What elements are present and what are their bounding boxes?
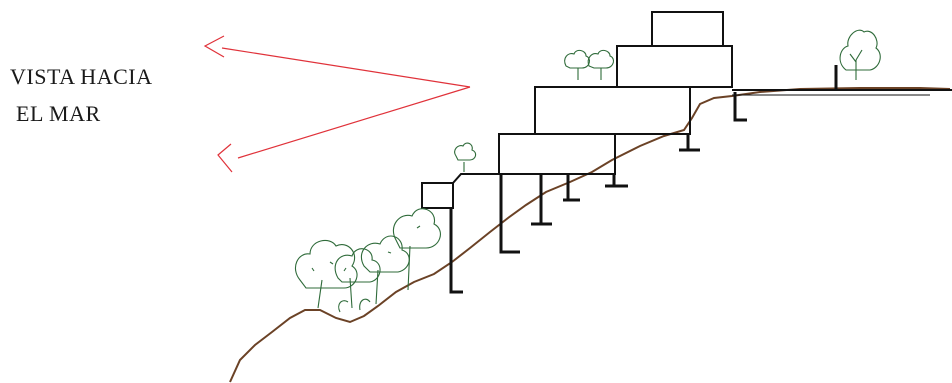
tree-grove xyxy=(295,208,441,313)
trees xyxy=(295,29,881,313)
pillar-6 xyxy=(679,134,700,152)
pillar-3 xyxy=(531,174,552,226)
view-caption-line-1: VISTA HACIA xyxy=(10,64,153,89)
arrow-upper-line xyxy=(221,47,471,88)
view-caption-line-2: EL MAR xyxy=(16,101,101,126)
volume-top xyxy=(651,11,724,47)
pillar-2 xyxy=(499,174,520,254)
volume-level-3 xyxy=(534,86,691,135)
arrow-lower-head xyxy=(217,143,233,173)
arrow-upper-head xyxy=(203,35,225,58)
view-arrows xyxy=(203,35,471,173)
volume-level-2 xyxy=(498,133,616,175)
pillar-1 xyxy=(449,208,463,294)
building-volumes xyxy=(421,11,733,209)
arrow-lower-line xyxy=(237,86,471,159)
pillar-7 xyxy=(733,92,747,122)
tree-terrace xyxy=(454,142,477,172)
pillars xyxy=(449,65,838,294)
pillar-4 xyxy=(563,174,580,202)
volume-level-4 xyxy=(616,45,733,88)
terrain-line xyxy=(229,87,951,383)
volume-small xyxy=(421,182,454,209)
tree-pair-top xyxy=(564,49,615,80)
tree-top-right xyxy=(839,29,881,80)
terrace-slab xyxy=(452,173,499,184)
pillar-5 xyxy=(605,174,628,188)
